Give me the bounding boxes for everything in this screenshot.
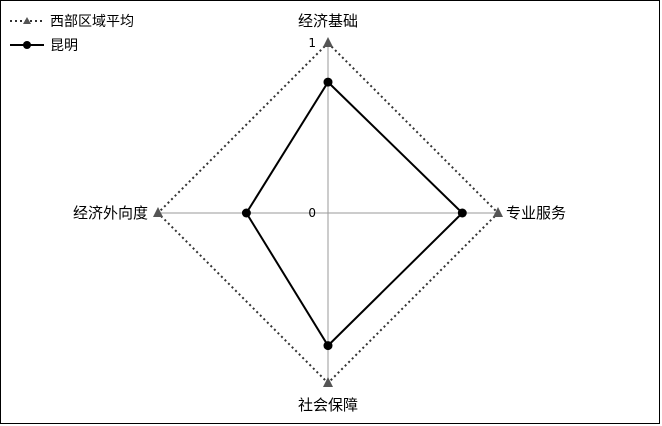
series-marker-kunming-external-openness [241,208,251,218]
series-marker-kunming-professional-services [457,208,467,218]
series-line-kunming [245,80,464,348]
legend-label-kunming: 昆明 [50,38,78,54]
series-marker-west-average-professional-services [493,207,503,217]
series-marker-kunming-social-security [323,341,333,351]
axis-label-external-openness: 经济外向度 [73,204,148,222]
axis-label-professional-services: 专业服务 [506,204,566,222]
legend-marker-kunming [23,41,31,49]
tick-label-zero: 0 [308,206,316,220]
labels-group: 经济基础 专业服务 社会保障 经济外向度 0 1 [73,12,566,414]
axis-label-economic-base: 经济基础 [298,12,358,30]
legend-label-west-average: 西部区域平均 [50,14,134,30]
series-marker-kunming-economic-base [323,77,333,87]
series-group [153,37,503,387]
axis-label-social-security: 社会保障 [298,396,358,414]
series-marker-west-average-economic-base [323,37,333,47]
series-marker-west-average-external-openness [153,207,163,217]
legend-marker-west-average [23,17,31,24]
tick-label-one: 1 [308,36,316,50]
legend: 西部区域平均 昆明 [10,14,134,54]
axes-group [158,43,498,383]
series-marker-west-average-social-security [323,377,333,387]
